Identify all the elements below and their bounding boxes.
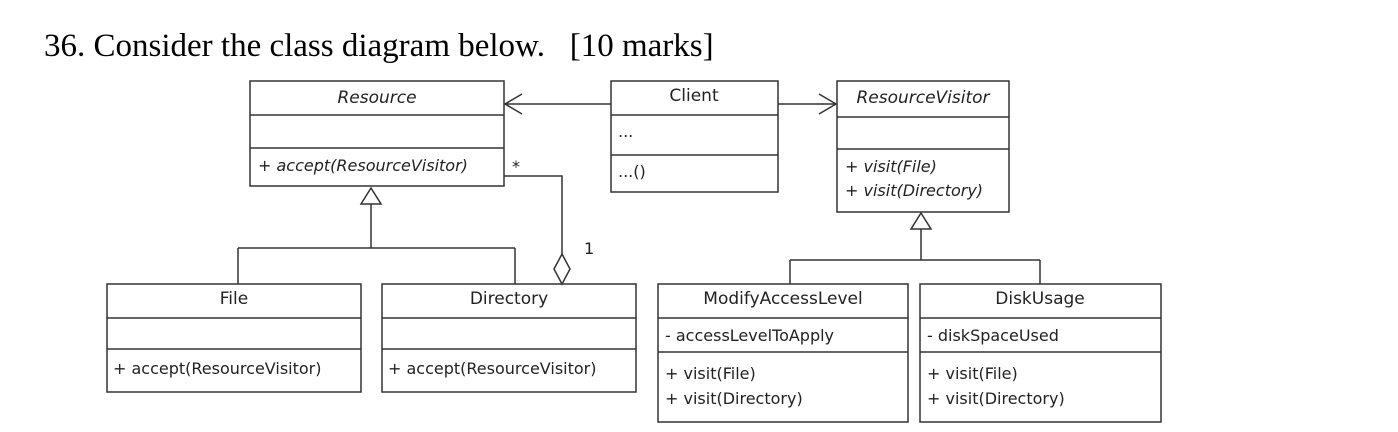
class-client: Client ... ...() [610, 80, 779, 193]
class-name: Directory [470, 289, 548, 309]
class-name: ModifyAccessLevel [703, 289, 862, 309]
open-arrowhead [503, 93, 523, 115]
operation: + visit(Directory) [845, 181, 983, 200]
attribute: - accessLevelToApply [665, 326, 834, 345]
attribute: ... [618, 122, 633, 141]
generalization-resource [237, 186, 516, 284]
class-disk-usage: DiskUsage - diskSpaceUsed + visit(File) … [919, 283, 1162, 423]
class-resource-visitor: ResourceVisitor + visit(File) + visit(Di… [836, 80, 1010, 213]
operation: + visit(File) [665, 364, 756, 383]
operation: + accept(ResourceVisitor) [258, 156, 468, 175]
association-client-resource [503, 93, 611, 115]
multiplicity-one: 1 [584, 239, 594, 258]
operation: + visit(File) [845, 157, 937, 176]
association-client-visitor [778, 93, 838, 115]
hollow-diamond [553, 252, 571, 286]
aggregation-directory-resource: * 1 [504, 157, 594, 286]
multiplicity-many: * [512, 157, 520, 176]
class-directory: Directory + accept(ResourceVisitor) [381, 283, 637, 393]
generalization-resource-visitor [789, 211, 1041, 284]
class-resource: Resource + accept(ResourceVisitor) [249, 80, 505, 187]
open-arrowhead [818, 93, 838, 115]
operation: + visit(Directory) [927, 389, 1065, 408]
operation: ...() [618, 162, 646, 181]
class-file: File + accept(ResourceVisitor) [106, 283, 362, 393]
class-modify-access-level: ModifyAccessLevel - accessLevelToApply +… [657, 283, 909, 423]
hollow-triangle [909, 211, 933, 230]
class-name: Client [669, 86, 719, 106]
class-name: Resource [337, 88, 416, 108]
operation: + accept(ResourceVisitor) [113, 359, 321, 378]
class-name: DiskUsage [995, 289, 1084, 309]
attribute: - diskSpaceUsed [927, 326, 1059, 345]
operation: + accept(ResourceVisitor) [388, 359, 596, 378]
operation: + visit(File) [927, 364, 1018, 383]
operation: + visit(Directory) [665, 389, 803, 408]
class-name: File [220, 289, 248, 309]
question-heading: 36. Consider the class diagram below. [1… [44, 28, 714, 64]
hollow-triangle [359, 186, 383, 205]
class-name: ResourceVisitor [856, 88, 990, 108]
